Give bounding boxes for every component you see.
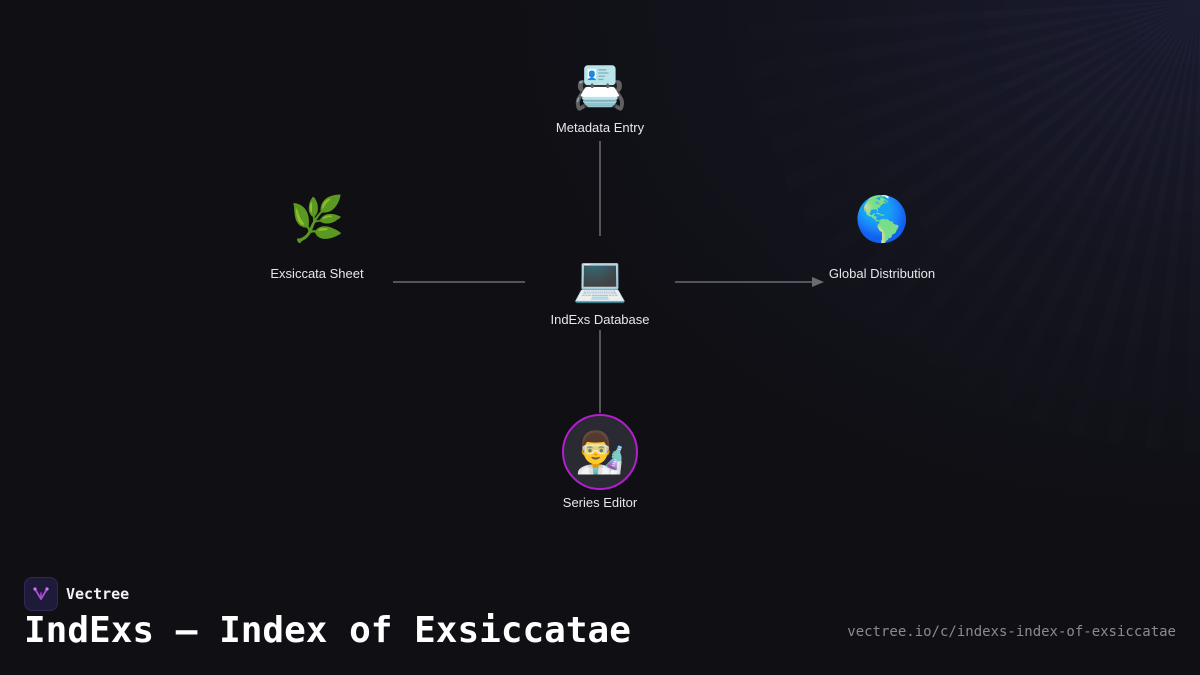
node-indexs-database[interactable]: 💻 IndExs Database <box>500 254 700 327</box>
globe-icon: 🌎 <box>854 194 910 245</box>
node-label: Metadata Entry <box>555 120 645 135</box>
source-url[interactable]: vectree.io/c/indexs-index-of-exsiccatae <box>847 624 1176 640</box>
laptop-icon: 💻 <box>572 254 628 305</box>
node-series-editor[interactable]: 👨‍🔬 Series Editor <box>500 414 700 510</box>
node-metadata-entry[interactable]: 📇 Metadata Entry <box>500 62 700 135</box>
brand-name: Vectree <box>66 585 130 603</box>
node-global-distribution[interactable]: 🌎 Global Distribution <box>782 194 982 281</box>
scientist-icon: 👨‍🔬 <box>562 414 638 490</box>
brand: Vectree <box>24 577 129 611</box>
vectree-logo-icon <box>24 577 58 611</box>
card-index-icon: 📇 <box>572 62 628 113</box>
node-label: Global Distribution <box>828 266 936 281</box>
node-label: Exsiccata Sheet <box>270 266 364 281</box>
node-exsiccata-sheet[interactable]: 🌿 Exsiccata Sheet <box>217 194 417 281</box>
herb-icon: 🌿 <box>289 194 345 245</box>
node-label: IndExs Database <box>550 312 650 327</box>
page-title: IndExs – Index of Exsiccatae <box>24 610 631 651</box>
node-label: Series Editor <box>562 495 638 510</box>
